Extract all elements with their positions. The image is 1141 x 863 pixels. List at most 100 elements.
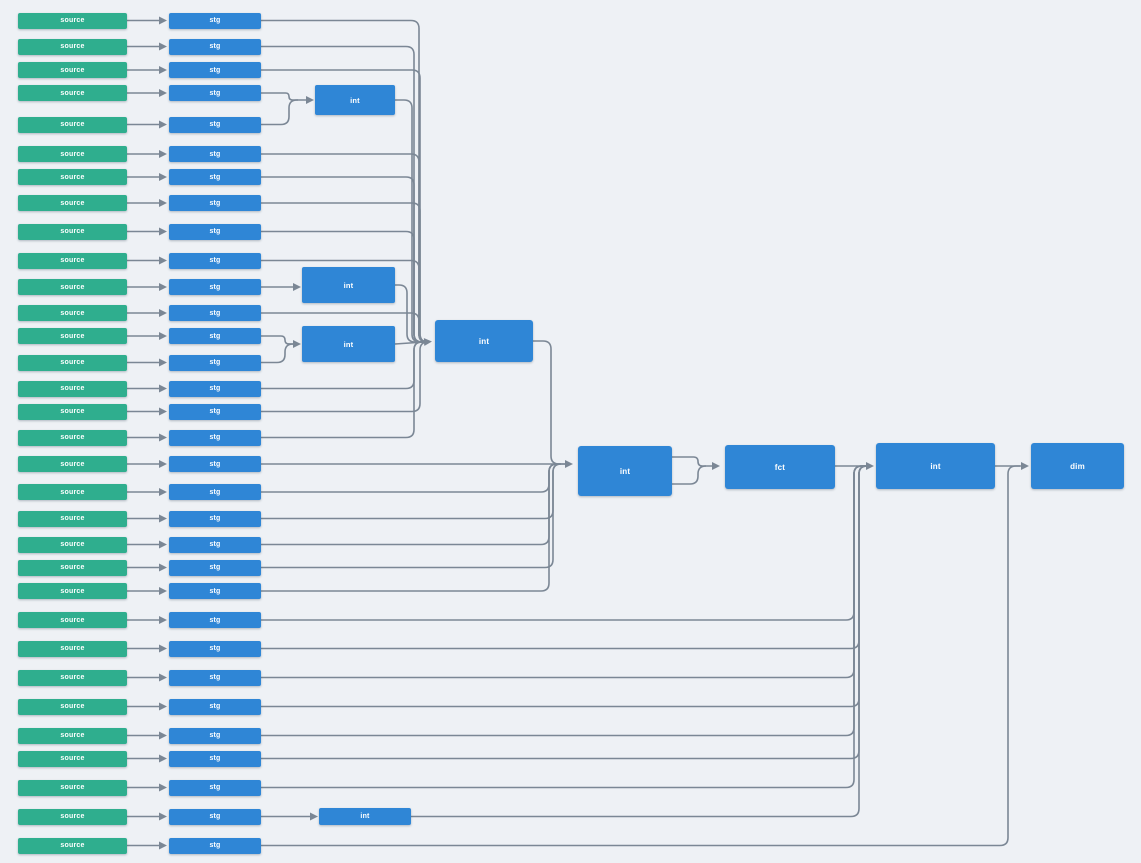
edge-stg23-out <box>261 463 560 592</box>
node-stg29[interactable]: stg <box>169 750 261 767</box>
edge-int_s2-out <box>395 284 426 343</box>
node-stg26[interactable]: stg <box>169 669 261 686</box>
edge-stg7-out <box>261 176 426 343</box>
node-src19[interactable]: source <box>18 484 127 500</box>
node-stg27[interactable]: stg <box>169 698 261 715</box>
node-stg1[interactable]: stg <box>169 12 261 29</box>
edge-stg27-out <box>261 465 868 708</box>
node-stg22[interactable]: stg <box>169 559 261 576</box>
node-int_s3[interactable]: int <box>302 326 395 362</box>
edge-int_s1-out <box>395 99 426 343</box>
node-src15[interactable]: source <box>18 380 127 397</box>
edge-stg14-out <box>261 343 294 364</box>
node-src14[interactable]: source <box>18 354 127 371</box>
edge-stg30-out <box>261 465 864 789</box>
node-src24[interactable]: source <box>18 612 127 628</box>
node-stg16[interactable]: stg <box>169 403 261 420</box>
edge-stg5-out <box>261 99 298 126</box>
node-stg21[interactable]: stg <box>169 536 261 553</box>
node-src20[interactable]: source <box>18 510 127 527</box>
edge-stg22-out <box>261 463 562 569</box>
node-stg8[interactable]: stg <box>169 195 261 211</box>
node-src8[interactable]: source <box>18 195 127 211</box>
edge-stg21-out <box>261 463 560 546</box>
node-src23[interactable]: source <box>18 583 127 599</box>
node-src28[interactable]: source <box>18 727 127 744</box>
edge-stg19-out <box>261 463 560 493</box>
node-stg10[interactable]: stg <box>169 252 261 269</box>
edge-int_s3-to-int_b1 <box>394 338 432 346</box>
node-stg31[interactable]: stg <box>169 808 261 825</box>
node-stg13[interactable]: stg <box>169 328 261 344</box>
node-src13[interactable]: source <box>18 328 127 344</box>
node-src4[interactable]: source <box>18 85 127 101</box>
node-dim[interactable]: dim <box>1031 443 1124 489</box>
node-src17[interactable]: source <box>18 429 127 446</box>
node-src7[interactable]: source <box>18 169 127 185</box>
node-stg12[interactable]: stg <box>169 305 261 321</box>
node-src11[interactable]: source <box>18 279 127 295</box>
node-int_s2[interactable]: int <box>302 267 395 303</box>
node-stg32[interactable]: stg <box>169 837 261 854</box>
node-int_b2[interactable]: int <box>578 446 672 496</box>
node-int_s4[interactable]: int <box>319 808 411 825</box>
edge-stg24-out <box>261 465 864 621</box>
node-src32[interactable]: source <box>18 837 127 854</box>
node-int_s1[interactable]: int <box>315 85 395 115</box>
node-stg28[interactable]: stg <box>169 727 261 744</box>
edge-stg25-out <box>261 465 868 650</box>
node-src22[interactable]: source <box>18 559 127 576</box>
node-stg24[interactable]: stg <box>169 612 261 628</box>
node-stg7[interactable]: stg <box>169 169 261 185</box>
node-stg25[interactable]: stg <box>169 640 261 657</box>
node-src16[interactable]: source <box>18 403 127 420</box>
edge-stg32-out <box>261 465 1020 847</box>
node-stg20[interactable]: stg <box>169 510 261 527</box>
edge-int_b1-out <box>533 340 566 465</box>
node-src29[interactable]: source <box>18 750 127 767</box>
node-src2[interactable]: source <box>18 38 127 55</box>
node-int_b3[interactable]: int <box>876 443 995 489</box>
node-stg5[interactable]: stg <box>169 116 261 133</box>
node-src10[interactable]: source <box>18 252 127 269</box>
node-stg9[interactable]: stg <box>169 223 261 240</box>
edge-stg28-out <box>261 465 864 737</box>
node-src21[interactable]: source <box>18 536 127 553</box>
node-src6[interactable]: source <box>18 146 127 162</box>
node-stg19[interactable]: stg <box>169 484 261 500</box>
node-stg23[interactable]: stg <box>169 583 261 599</box>
node-stg11[interactable]: stg <box>169 279 261 295</box>
node-stg17[interactable]: stg <box>169 429 261 446</box>
node-src12[interactable]: source <box>18 305 127 321</box>
node-stg4[interactable]: stg <box>169 85 261 101</box>
edge-stg4-out <box>261 92 314 104</box>
edge-int_s4-out <box>411 465 868 818</box>
edge-stg20-out <box>261 463 562 520</box>
node-fct[interactable]: fct <box>725 445 835 489</box>
node-src26[interactable]: source <box>18 669 127 686</box>
node-src1[interactable]: source <box>18 12 127 29</box>
node-int_b1[interactable]: int <box>435 320 533 362</box>
node-stg15[interactable]: stg <box>169 380 261 397</box>
node-src5[interactable]: source <box>18 116 127 133</box>
node-src31[interactable]: source <box>18 808 127 825</box>
node-stg30[interactable]: stg <box>169 779 261 796</box>
edge-stg13-out <box>261 335 301 348</box>
edge-stg26-out <box>261 465 864 679</box>
node-src18[interactable]: source <box>18 456 127 472</box>
edge-int_b2-out <box>672 465 707 485</box>
node-stg18[interactable]: stg <box>169 456 261 472</box>
edge-stg29-out <box>261 465 868 760</box>
node-src27[interactable]: source <box>18 698 127 715</box>
node-stg2[interactable]: stg <box>169 38 261 55</box>
node-src3[interactable]: source <box>18 62 127 78</box>
edge-int_b2-out <box>672 456 720 470</box>
node-src9[interactable]: source <box>18 223 127 240</box>
node-stg3[interactable]: stg <box>169 62 261 78</box>
edge-stg6-out <box>261 153 428 343</box>
node-stg6[interactable]: stg <box>169 146 261 162</box>
node-src30[interactable]: source <box>18 779 127 796</box>
node-stg14[interactable]: stg <box>169 354 261 371</box>
node-src25[interactable]: source <box>18 640 127 657</box>
